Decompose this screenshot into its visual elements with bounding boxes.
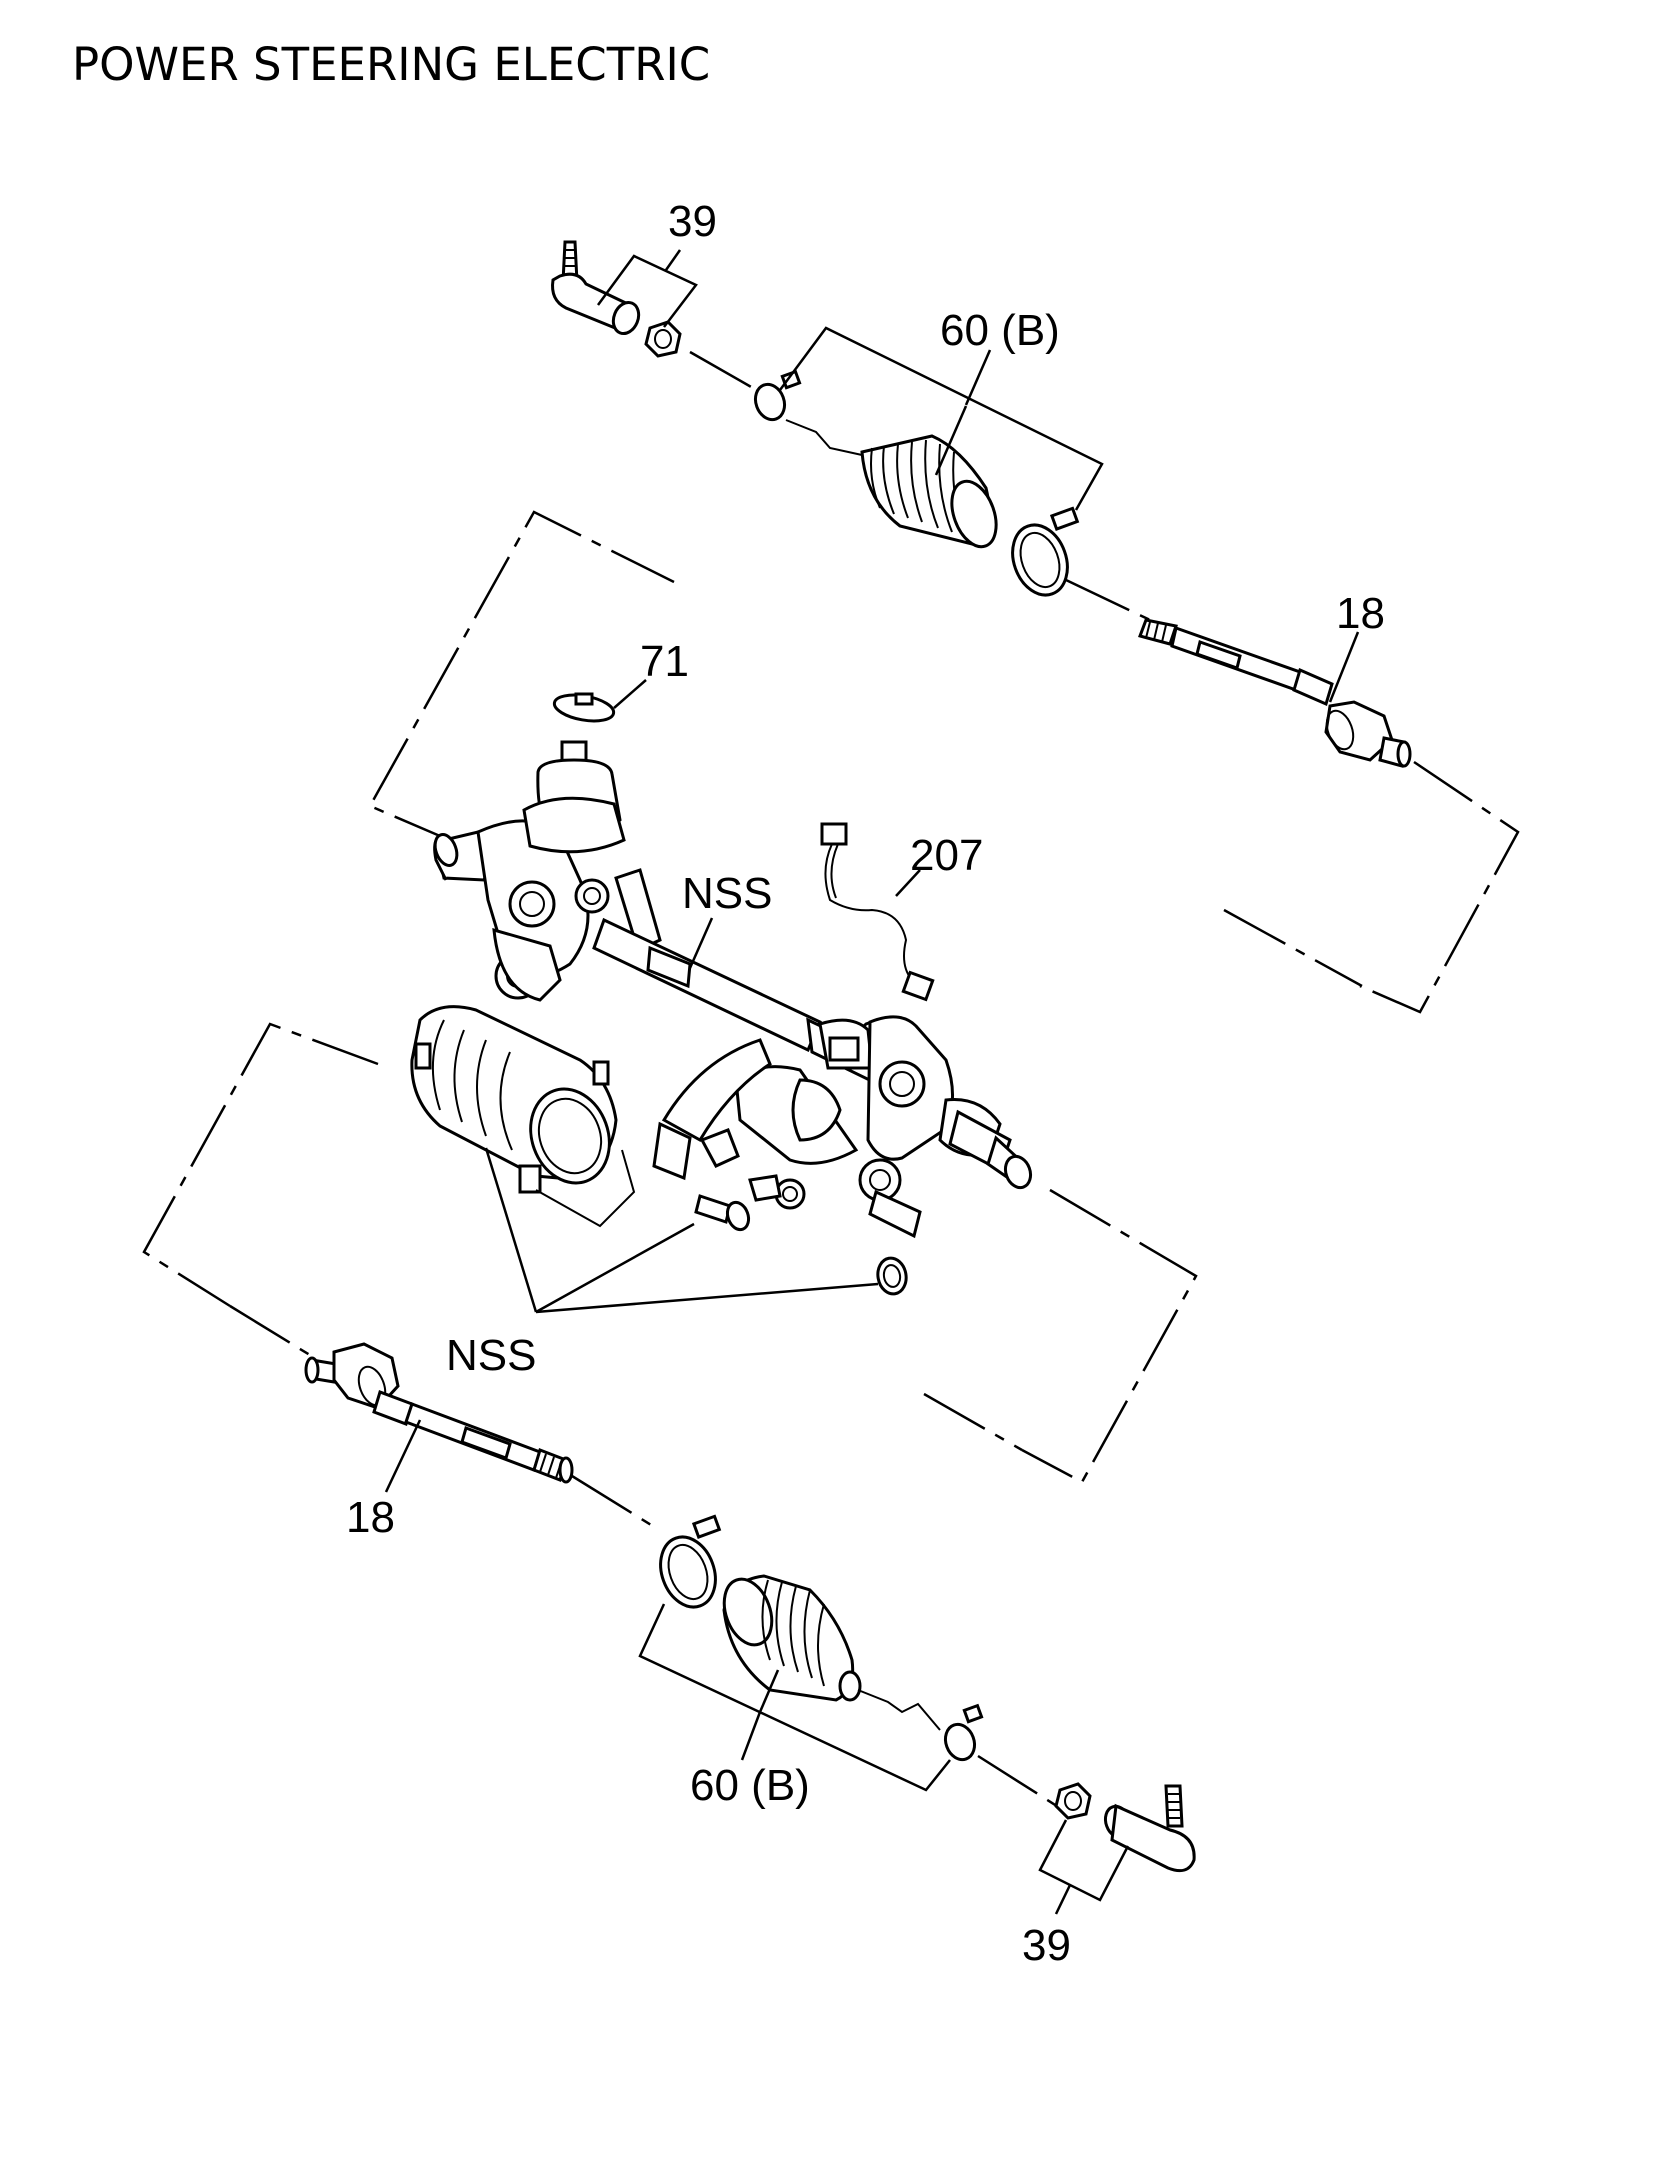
leader-nss-motor-2 [535, 1222, 695, 1314]
leader-60b-bottom [638, 1603, 951, 1792]
assist-motor[interactable] [410, 1005, 622, 1194]
large-clamp-bottom[interactable] [651, 1514, 724, 1614]
leader-18-bottom [384, 1419, 422, 1493]
leader-nss-motor-3 [535, 1282, 879, 1314]
wiring-harness-207[interactable] [820, 822, 935, 1002]
leader-207 [895, 869, 921, 897]
callout-71: 71 [640, 637, 689, 686]
callout-39-bottom: 39 [1022, 1921, 1071, 1970]
boot-top[interactable] [860, 434, 1004, 553]
callout-60b-top: 60 (B) [940, 306, 1060, 355]
leader-nss-rack [688, 917, 714, 969]
nut-top[interactable] [644, 320, 682, 358]
inner-tie-rod-bottom[interactable] [304, 1342, 574, 1484]
small-clamp-bottom[interactable] [941, 1703, 984, 1764]
callout-39-top: 39 [668, 197, 717, 246]
boot-bottom[interactable] [716, 1573, 862, 1702]
callout-nss-rack: NSS [682, 869, 772, 918]
nut-bottom[interactable] [1054, 1782, 1092, 1820]
o-ring[interactable] [875, 1256, 909, 1296]
large-clamp-top[interactable] [1003, 506, 1080, 602]
inner-tie-rod-top[interactable] [1138, 618, 1412, 768]
steering-rack-gear[interactable] [431, 740, 1035, 1239]
callout-207: 207 [910, 831, 983, 880]
tie-rod-end-bottom[interactable] [1101, 1784, 1196, 1873]
small-clamp-top[interactable] [751, 369, 802, 424]
assembly-frame-bottom [142, 1022, 379, 1308]
callout-18-bottom: 18 [346, 1493, 395, 1542]
leader-39-top [596, 254, 698, 328]
leader-60b-top [778, 326, 1104, 511]
leader-18-top [1328, 631, 1360, 703]
callout-60b-bottom: 60 (B) [690, 1761, 810, 1810]
bolt[interactable] [694, 1194, 752, 1233]
cap-71[interactable] [552, 691, 616, 725]
leader-nss-motor-1 [484, 1147, 538, 1313]
callout-18-top: 18 [1336, 589, 1385, 638]
page-title: POWER STEERING ELECTRIC [72, 38, 711, 91]
callout-nss-motor: NSS [446, 1331, 536, 1380]
assembly-frame-top [368, 510, 675, 838]
leader-71 [613, 679, 647, 709]
tie-rod-end-top[interactable] [551, 240, 644, 337]
